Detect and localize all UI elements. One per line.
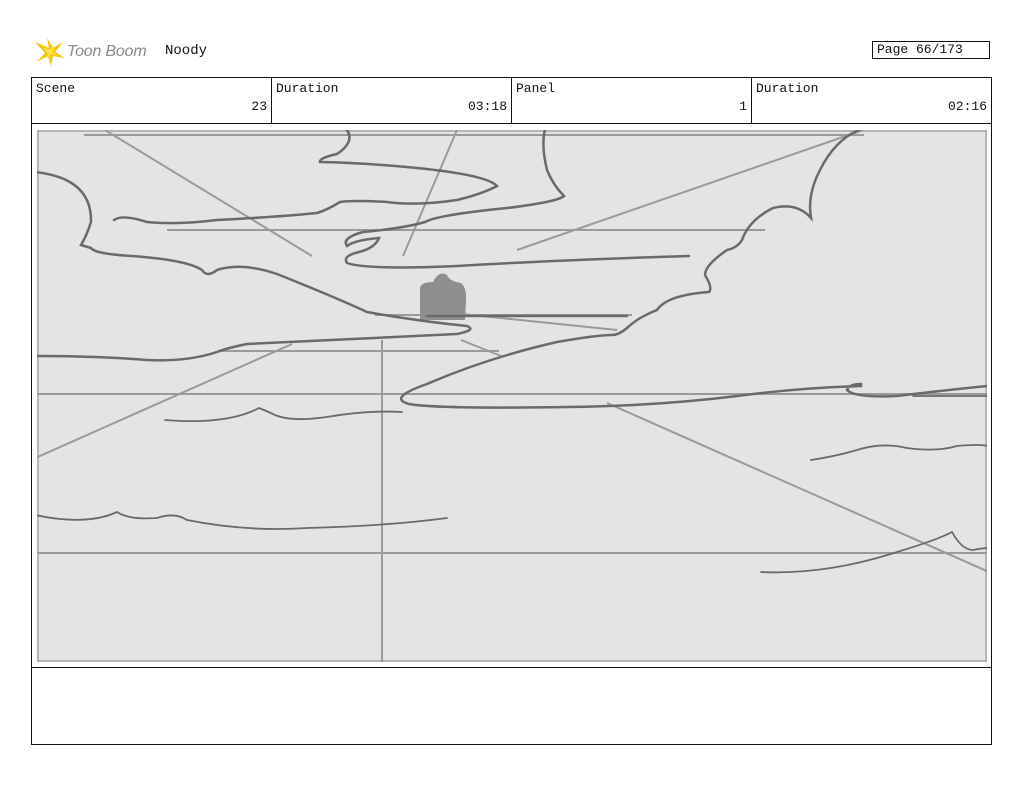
panel-notes-area xyxy=(31,667,992,745)
character-figure xyxy=(420,273,467,320)
panel-cell: Panel 1 xyxy=(512,78,752,123)
panel-duration-value: 02:16 xyxy=(947,99,987,114)
logo-text: Toon Boom xyxy=(67,43,147,60)
page-indicator: Page 66/173 xyxy=(872,41,990,59)
scene-duration-cell: Duration 03:18 xyxy=(272,78,512,123)
panel-label: Panel xyxy=(516,81,556,96)
wave-lines xyxy=(37,395,987,574)
scene-duration-label: Duration xyxy=(276,81,339,96)
panel-duration-label: Duration xyxy=(756,81,819,96)
toon-boom-star-icon xyxy=(35,38,65,66)
panel-sketch xyxy=(37,130,987,662)
scene-duration-value: 03:18 xyxy=(467,99,507,114)
panel-value: 1 xyxy=(739,99,747,114)
scene-cell: Scene 23 xyxy=(32,78,272,123)
scene-label: Scene xyxy=(36,81,76,96)
toon-boom-logo: Toon Boom xyxy=(33,36,147,68)
panel-duration-cell: Duration 02:16 xyxy=(752,78,991,123)
storyboard-panel xyxy=(31,123,992,668)
scene-value: 23 xyxy=(251,99,267,114)
panel-info-table: Scene 23 Duration 03:18 Panel 1 Duration… xyxy=(31,77,992,124)
sketch-lines xyxy=(37,130,987,409)
project-title: Noody xyxy=(165,43,208,59)
